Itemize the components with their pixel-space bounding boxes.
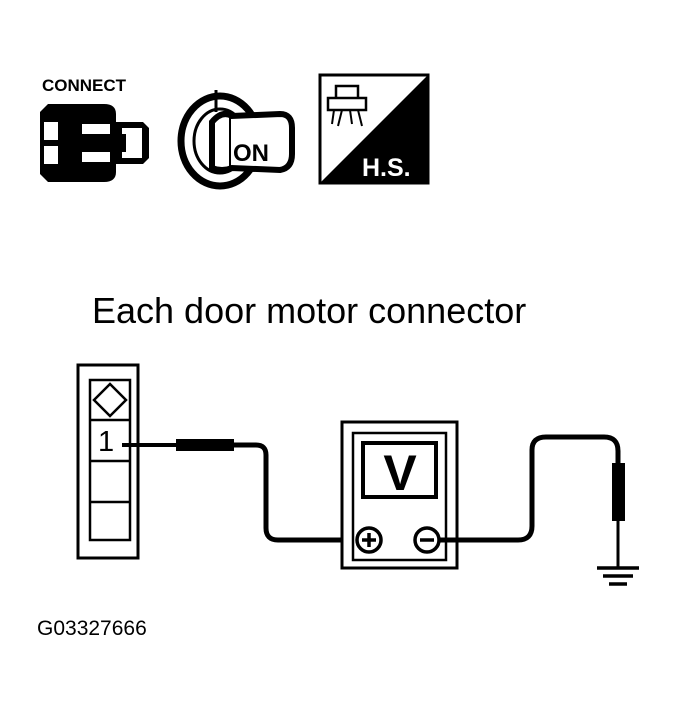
ground-icon <box>597 566 639 586</box>
ignition-on-label: ON <box>233 140 269 167</box>
connect-label: CONNECT <box>42 76 127 95</box>
connector-key-icon <box>92 382 128 418</box>
terminal-label: 1 <box>98 426 114 458</box>
door-motor-connector: 1 <box>76 363 140 560</box>
figure-code: G03327666 <box>37 617 147 640</box>
ignition-symbol: ON <box>177 90 295 190</box>
connector-icon <box>40 104 149 182</box>
harness-side-symbol: H.S. <box>318 73 430 185</box>
negative-probe <box>439 434 625 567</box>
diagram-title: Each door motor connector <box>92 290 526 331</box>
harness-side-label: H.S. <box>362 154 411 182</box>
meter-display <box>361 441 438 499</box>
meter-label: V <box>383 445 417 501</box>
harness-side-icon <box>326 84 368 127</box>
positive-probe <box>122 439 352 543</box>
ignition-key-icon <box>177 90 295 190</box>
connect-symbol: CONNECT <box>40 76 149 182</box>
voltmeter: V <box>340 420 459 570</box>
